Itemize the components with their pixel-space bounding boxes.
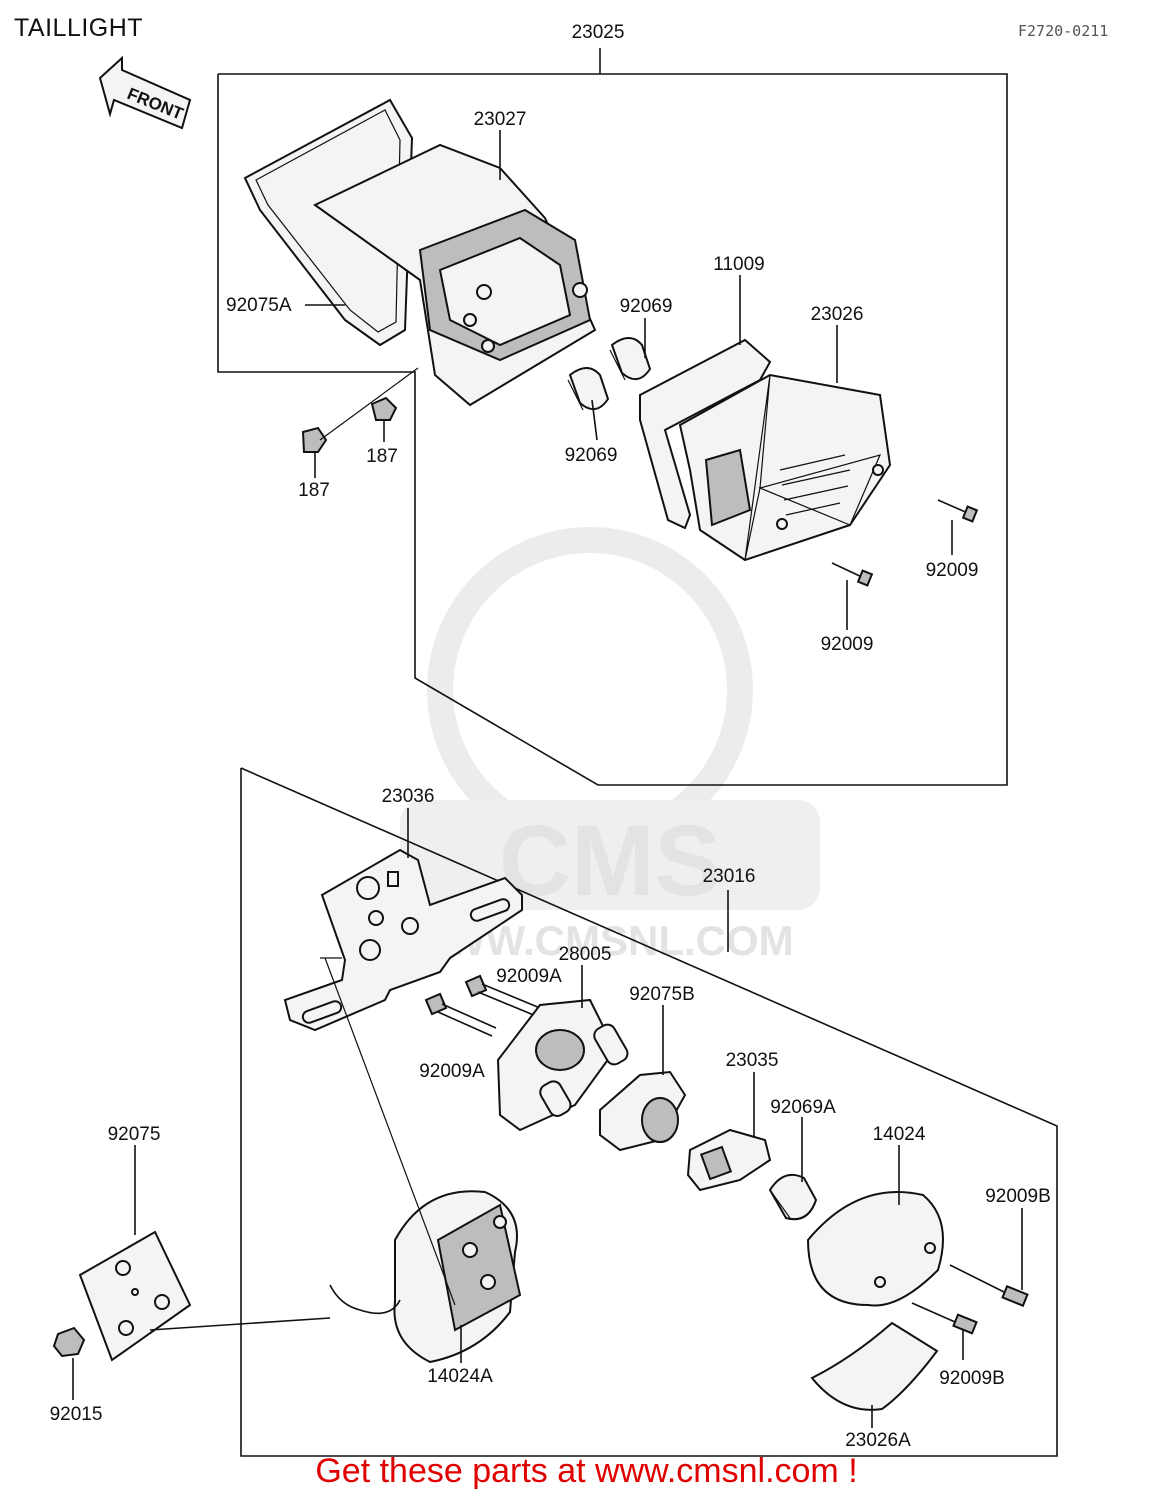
assembly-outline-lower xyxy=(240,767,1058,1457)
bulb-socket-23035 xyxy=(686,1128,772,1192)
label-23036: 23036 xyxy=(382,786,435,807)
label-92009a-lower: 92009A xyxy=(419,1061,485,1082)
label-11009: 11009 xyxy=(713,254,764,275)
label-23026: 23026 xyxy=(811,304,864,325)
label-92069-lower: 92069 xyxy=(565,445,618,466)
label-14024a: 14024A xyxy=(427,1366,493,1387)
socket-gasket-92075b xyxy=(599,1070,687,1152)
watermark-brand: CMS xyxy=(499,805,721,917)
label-92009a-upper: 92009A xyxy=(496,966,562,987)
nut-92015 xyxy=(52,1326,86,1358)
screw-92009-right xyxy=(937,499,979,523)
leaders-upper xyxy=(305,130,953,630)
lens-23026 xyxy=(678,373,892,562)
bulb-92069-lower xyxy=(567,367,610,411)
leaders-lower xyxy=(72,808,1023,1428)
label-92075a: 92075A xyxy=(226,295,292,316)
label-92069-upper: 92069 xyxy=(620,296,673,317)
label-92075b: 92075B xyxy=(629,984,695,1005)
license-light-housing-14024a xyxy=(329,1190,522,1364)
bolt-92009a-lower xyxy=(424,992,497,1037)
nut-187-right xyxy=(370,396,398,421)
label-92069a: 92069A xyxy=(770,1097,836,1118)
label-92009-right: 92009 xyxy=(926,560,979,581)
reflector-23026a xyxy=(810,1321,939,1411)
taillight-base-23027 xyxy=(313,143,597,407)
drawing-ref-code: F2720-0211 xyxy=(1018,22,1109,40)
label-23027: 23027 xyxy=(474,109,527,130)
license-bracket-23036 xyxy=(283,848,523,1032)
label-187-right: 187 xyxy=(366,446,398,467)
label-23025: 23025 xyxy=(572,22,625,43)
plate-92075 xyxy=(78,1230,192,1362)
part-labels: 23025 23027 92075A 92069 11009 23026 920… xyxy=(50,22,1051,1451)
label-187-left: 187 xyxy=(298,480,330,501)
lens-texture xyxy=(779,454,851,516)
label-23026a: 23026A xyxy=(845,1430,911,1451)
screw-92009-bottom xyxy=(831,562,874,587)
label-23016: 23016 xyxy=(703,866,756,887)
label-23035: 23035 xyxy=(726,1050,779,1071)
label-92075: 92075 xyxy=(108,1124,161,1145)
label-92009b-upper: 92009B xyxy=(985,1186,1051,1207)
label-92009b-lower: 92009B xyxy=(939,1368,1005,1389)
gasket-92075a xyxy=(243,98,414,347)
label-92015: 92015 xyxy=(50,1404,103,1425)
promo-banner[interactable]: Get these parts at www.cmsnl.com ! xyxy=(315,1452,858,1490)
gasket-11009 xyxy=(639,338,772,530)
bulb-92069-upper xyxy=(609,337,652,381)
front-arrow-icon: FRONT xyxy=(98,55,192,130)
lamp-housing-28005 xyxy=(496,998,629,1132)
label-92009-bottom: 92009 xyxy=(821,634,874,655)
screw-92009b-lower xyxy=(911,1302,978,1335)
bulb-92069a xyxy=(768,1174,818,1221)
bolt-92009a-upper xyxy=(464,974,541,1017)
nut-187-left xyxy=(301,367,419,453)
screw-92009b-upper xyxy=(949,1264,1029,1307)
lens-14024 xyxy=(806,1191,944,1307)
assembly-outline-upper xyxy=(217,73,1008,786)
label-28005: 28005 xyxy=(559,944,612,965)
label-14024: 14024 xyxy=(873,1124,926,1145)
page-title: TAILLIGHT xyxy=(14,14,144,42)
